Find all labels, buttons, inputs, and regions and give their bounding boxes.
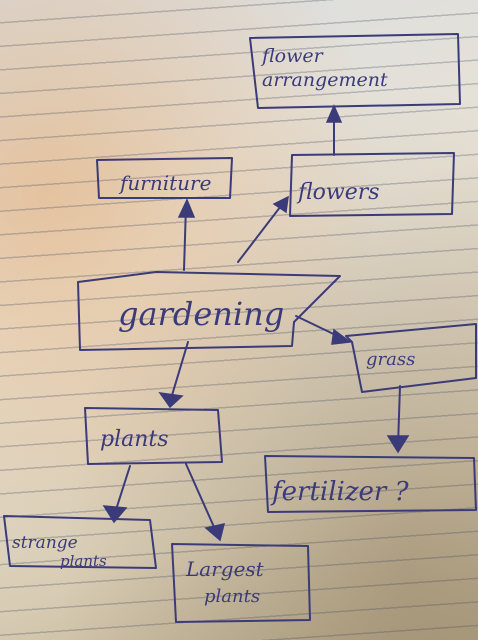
- edge-flowers-to-flower-arrangement: [325, 104, 343, 156]
- node-label: flowers: [296, 180, 380, 205]
- edge-plants-to-strange-plants: [102, 465, 131, 524]
- arrowhead: [272, 195, 289, 214]
- arrowhead: [158, 392, 184, 409]
- node-grass[interactable]: grass: [345, 323, 477, 393]
- node-box: [345, 323, 477, 393]
- node-largest-plants[interactable]: Largest plants: [171, 543, 311, 623]
- node-label: gardening: [118, 295, 284, 333]
- edge-gardening-to-grass: [295, 315, 352, 345]
- node-label: plants: [100, 427, 169, 452]
- node-plants[interactable]: plants: [84, 407, 223, 465]
- node-box: [249, 33, 461, 109]
- edge-gardening-to-flowers: [237, 195, 289, 263]
- arrowhead: [102, 505, 128, 524]
- node-fertilizer[interactable]: fertilizer ?: [264, 455, 477, 513]
- node-label: grass: [366, 349, 415, 370]
- node-box: [289, 152, 455, 217]
- node-label-line1: Largest: [185, 557, 265, 581]
- node-label: fertilizer ?: [270, 477, 410, 507]
- arrowhead: [331, 328, 352, 345]
- node-box: [96, 157, 233, 199]
- node-label: furniture: [118, 171, 211, 195]
- arrowhead: [325, 104, 343, 123]
- node-label-line2: arrangement: [262, 69, 388, 91]
- node-furniture[interactable]: furniture: [96, 157, 233, 199]
- edge-plants-to-largest-plants: [185, 463, 226, 542]
- arrowhead: [386, 435, 410, 454]
- arrowhead: [177, 198, 196, 218]
- node-box: [84, 407, 223, 465]
- node-label-line2: plants: [204, 586, 260, 607]
- edge-gardening-to-plants: [158, 341, 189, 409]
- node-box: [171, 543, 311, 623]
- node-gardening[interactable]: gardening: [77, 271, 341, 351]
- edge-line: [237, 201, 285, 263]
- node-flowers[interactable]: flowers: [289, 152, 455, 217]
- node-label-line2: plants: [60, 552, 107, 570]
- node-label-line1: flower: [260, 45, 325, 67]
- edge-line: [185, 463, 219, 537]
- node-box: [3, 515, 157, 569]
- node-box: [77, 271, 341, 351]
- edge-grass-to-fertilizer: [386, 385, 410, 454]
- node-flower-arrangement[interactable]: flower arrangement: [249, 33, 461, 109]
- edge-line: [169, 341, 189, 403]
- arrowhead: [204, 523, 226, 542]
- node-label-line1: strange: [12, 533, 78, 553]
- node-box: [264, 455, 477, 513]
- edge-gardening-to-furniture: [177, 198, 196, 271]
- node-strange-plants[interactable]: strange plants: [3, 515, 157, 570]
